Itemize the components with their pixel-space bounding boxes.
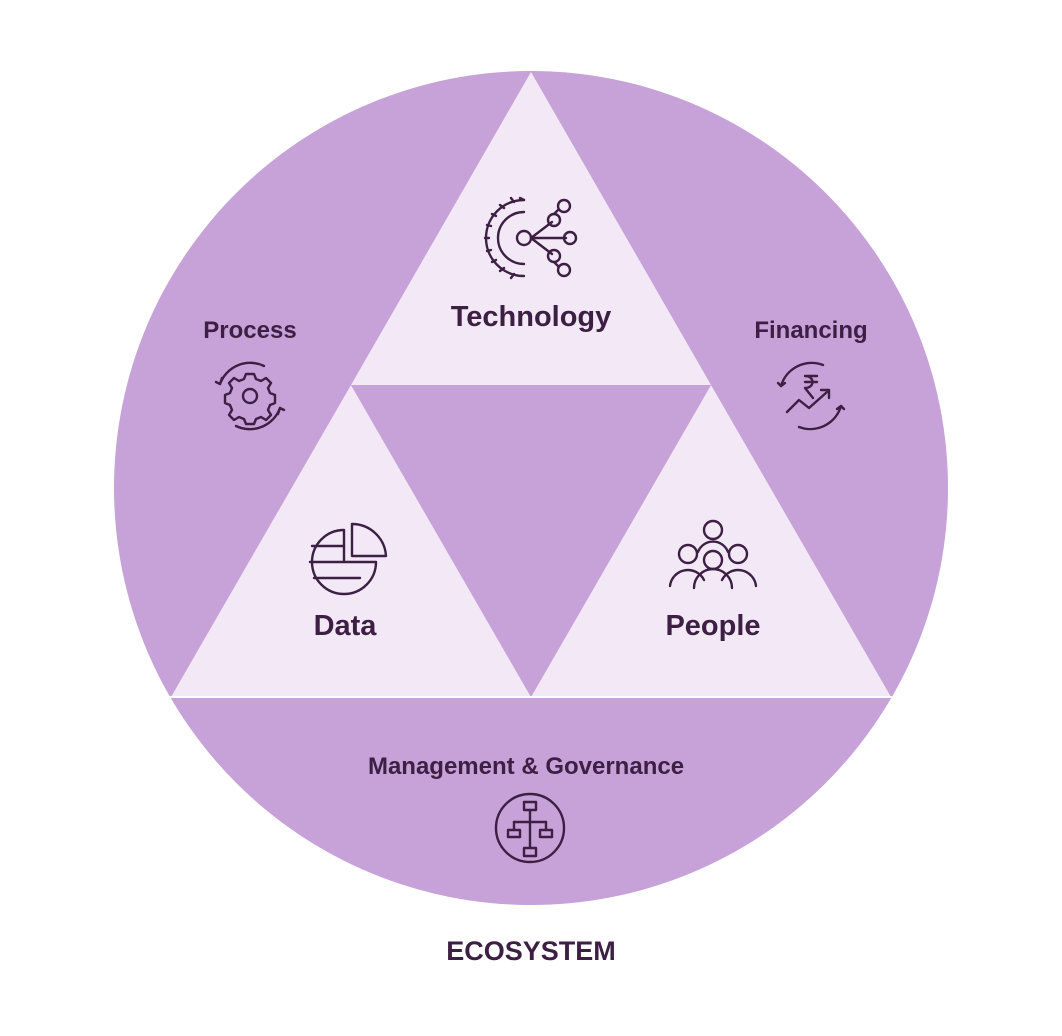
technology-triangle [351,72,711,385]
governance-label: Management & Governance [368,753,684,780]
group-icon [668,519,758,590]
ecosystem-caption: ECOSYSTEM [446,936,616,966]
gear-network-icon [483,196,578,280]
data-label: Data [314,610,378,642]
process-label: Process [203,317,296,344]
gear-cycle-icon [214,361,286,431]
rupee-growth-icon [776,361,846,431]
center-triangle [351,385,711,697]
org-chart-icon [494,792,566,864]
people-label: People [665,610,760,642]
technology-label: Technology [451,301,612,333]
pie-chart-icon [308,522,388,596]
financing-label: Financing [754,317,867,344]
